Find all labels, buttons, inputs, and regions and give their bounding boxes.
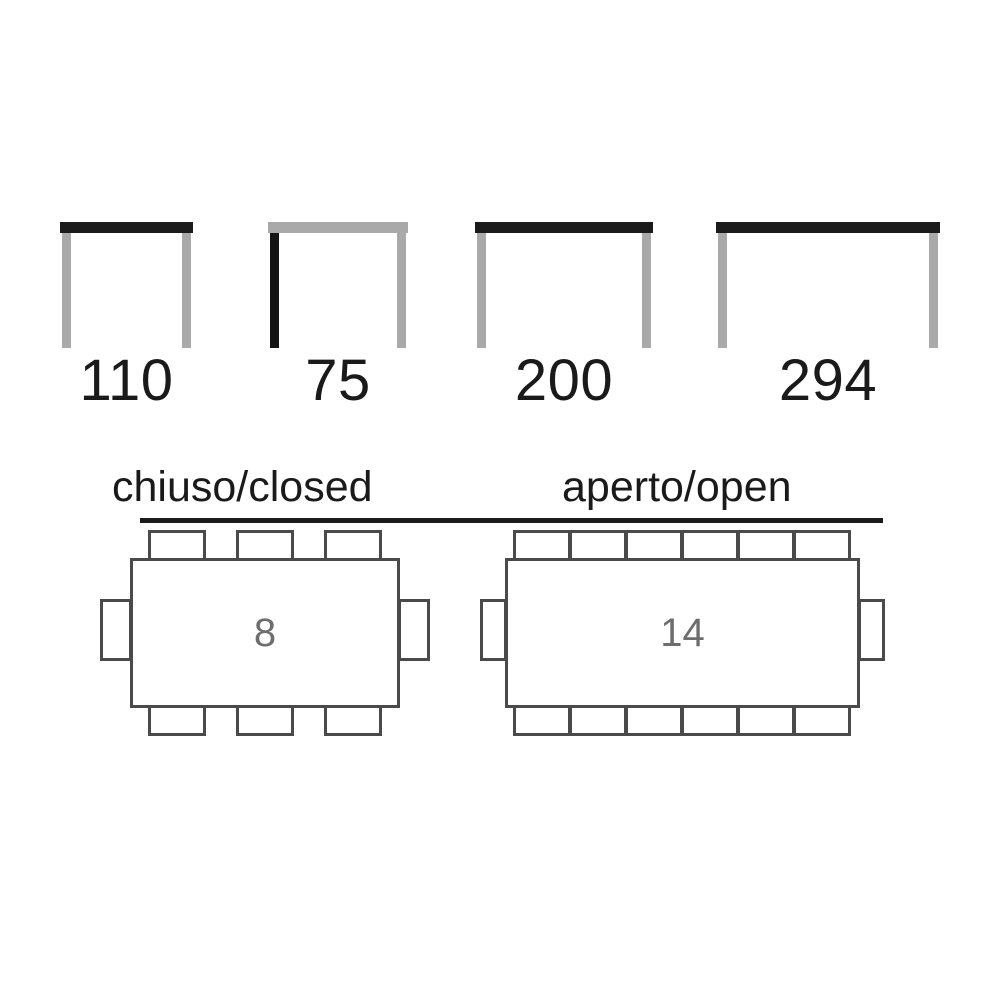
table-leg-left-icon: [718, 233, 727, 348]
chair-top: [737, 530, 795, 562]
table-leg-right-icon: [929, 233, 938, 348]
table-leg-left-icon: [270, 233, 279, 348]
chair-bottom: [324, 704, 382, 736]
table-leg-right-icon: [642, 233, 651, 348]
dimension-label-200: 200: [514, 348, 614, 413]
seat-count-14: 14: [660, 610, 705, 655]
table-leg-right-icon: [182, 233, 191, 348]
seat-count-8: 8: [253, 610, 277, 655]
tabletop-bar-icon: [60, 222, 193, 233]
chair-right: [398, 599, 430, 661]
chair-bottom: [793, 704, 851, 736]
chair-bottom: [513, 704, 571, 736]
tabletop-bar-icon: [716, 222, 940, 233]
chair-bottom: [148, 704, 206, 736]
chair-left: [100, 599, 132, 661]
chair-bottom: [681, 704, 739, 736]
dimension-label-110: 110: [79, 348, 174, 413]
tabletop-bar-icon: [475, 222, 653, 233]
dimension-label-294: 294: [778, 348, 878, 413]
tabletop-bar-icon: [268, 222, 408, 233]
horizontal-divider-rule: [140, 518, 883, 523]
chair-bottom: [569, 704, 627, 736]
chair-right: [858, 599, 885, 661]
elevation-row: 110 75 200 294: [0, 222, 1000, 422]
plan-view-open: 14: [480, 528, 900, 738]
chair-bottom: [625, 704, 683, 736]
table-leg-right-icon: [397, 233, 406, 348]
caption-aperto-open: aperto/open: [562, 463, 792, 511]
table-surface: 14: [505, 558, 860, 708]
chair-left: [480, 599, 507, 661]
caption-chiuso-closed: chiuso/closed: [112, 463, 373, 511]
dimension-label-75: 75: [305, 348, 371, 413]
table-leg-left-icon: [477, 233, 486, 348]
plan-view-closed: 8: [100, 528, 430, 738]
chair-bottom: [236, 704, 294, 736]
chair-bottom: [737, 704, 795, 736]
table-surface: 8: [130, 558, 400, 708]
chair-top: [148, 530, 206, 562]
table-leg-left-icon: [62, 233, 71, 348]
